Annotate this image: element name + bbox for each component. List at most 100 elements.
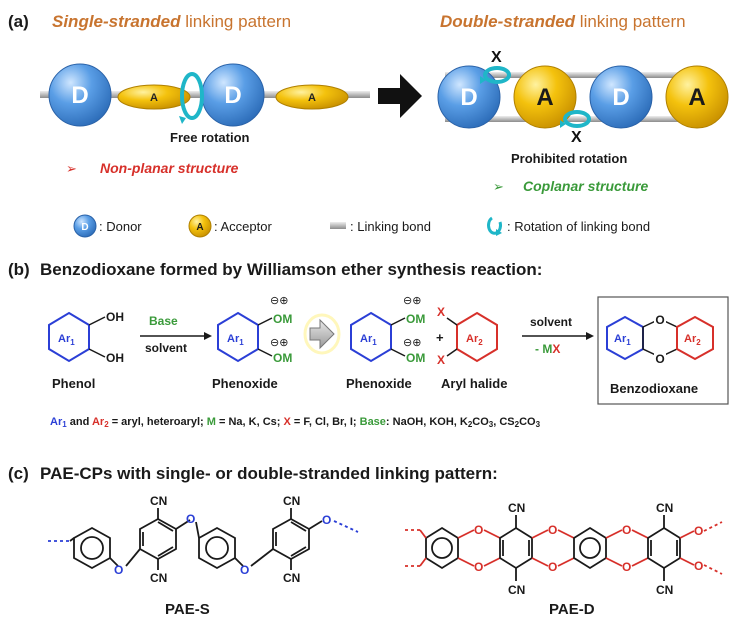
acceptor-legend-letter: A — [196, 222, 203, 233]
panel-a-label: (a) — [8, 12, 29, 31]
base-reagent-label: Base — [149, 314, 178, 328]
legend: D : Donor A : Acceptor : Linking bond : … — [73, 214, 650, 238]
phenoxide-label: Phenoxide — [346, 376, 412, 391]
acceptor-letter: A — [308, 92, 316, 104]
reaction-arrowhead-icon — [204, 332, 212, 340]
ether-oxygen-label: O — [322, 513, 331, 527]
phenoxide-label: Phenoxide — [212, 376, 278, 391]
donor-legend-label: : Donor — [99, 219, 142, 234]
charge-label: ⊖⊕ — [403, 295, 421, 307]
non-planar-label: Non-planar structure — [100, 160, 239, 176]
rotation-legend-label: : Rotation of linking bond — [507, 219, 650, 234]
rotation-arrow-icon — [179, 72, 204, 124]
panel-a: (a) Single-stranded linking pattern Doub… — [8, 12, 729, 238]
panel-b-title: Benzodioxane formed by Williamson ether … — [40, 260, 542, 279]
double-stranded-rest: linking pattern — [575, 12, 686, 31]
acceptor-letter: A — [150, 92, 158, 104]
plus-sign: + — [436, 330, 444, 345]
solvent-label: solvent — [145, 341, 187, 355]
acceptor-letter: A — [688, 84, 705, 111]
phenol-label: Phenol — [52, 376, 95, 391]
rotation-arrow-icon — [560, 110, 591, 128]
bullet-arrow-icon: ➢ — [66, 161, 77, 176]
linking-bond — [445, 116, 715, 122]
donor-legend-letter: D — [81, 222, 88, 233]
solvent-label: solvent — [530, 315, 572, 329]
ar2-ring-label: Ar2 — [466, 333, 483, 347]
pae-d-label: PAE-D — [549, 601, 595, 618]
cyano-label: CN — [508, 583, 525, 597]
coplanar-label: Coplanar structure — [523, 178, 648, 194]
blocked-x-mark: X — [571, 129, 582, 146]
panel-c-label: (c) — [8, 464, 29, 483]
donor-sphere — [437, 65, 501, 129]
double-stranded-emphasis: Double-stranded — [440, 12, 576, 31]
donor-sphere — [48, 63, 112, 127]
acceptor-legend-icon — [188, 214, 212, 238]
ether-oxygen-label: O — [694, 559, 703, 573]
single-stranded-heading: Single-stranded linking pattern — [52, 12, 291, 31]
single-stranded-rest: linking pattern — [180, 12, 291, 31]
prohibited-rotation-label: Prohibited rotation — [511, 151, 627, 166]
charge-label: ⊖⊕ — [270, 337, 288, 349]
oxide-label: OM — [406, 312, 425, 326]
halide-label: X — [437, 353, 445, 367]
cyano-label: CN — [150, 571, 167, 585]
oxide-label: OM — [273, 312, 292, 326]
hydroxyl-label: OH — [106, 310, 124, 324]
panel-b: (b) Benzodioxane formed by Williamson et… — [8, 260, 729, 429]
panel-b-label: (b) — [8, 260, 30, 279]
double-stranded-heading: Double-stranded linking pattern — [440, 12, 686, 31]
pae-s-label: PAE-S — [165, 601, 210, 618]
acceptor-letter: A — [536, 84, 553, 111]
ether-oxygen-label: O — [474, 560, 483, 574]
ether-oxygen-label: O — [622, 560, 631, 574]
pae-s-structure — [48, 508, 359, 570]
hydroxyl-label: OH — [106, 351, 124, 365]
ether-oxygen-label: O — [474, 523, 483, 537]
aryl-halide-label: Aryl halide — [441, 376, 507, 391]
oxygen-label: O — [655, 313, 664, 327]
bond-legend-icon — [330, 222, 346, 229]
oxide-label: OM — [406, 351, 425, 365]
phenoxide-structure: Ar1 ⊖⊕ OM ⊖⊕ OM — [217, 295, 292, 365]
phenoxide-structure: Ar1 ⊖⊕ OM ⊖⊕ OM — [350, 295, 425, 365]
charge-label: ⊖⊕ — [403, 337, 421, 349]
acceptor-sphere — [665, 65, 729, 129]
free-rotation-label: Free rotation — [170, 130, 250, 145]
bullet-arrow-icon: ➢ — [493, 179, 504, 194]
donor-letter: D — [224, 82, 241, 109]
cyano-label: CN — [656, 583, 673, 597]
donor-letter: D — [612, 84, 629, 111]
bond-legend-label: : Linking bond — [350, 219, 431, 234]
cyano-label: CN — [283, 494, 300, 508]
donor-letter: D — [71, 82, 88, 109]
double-stranded-chain: D A D A X X Prohibited rotation — [437, 49, 729, 166]
reaction-arrowhead-icon — [586, 332, 594, 340]
ar1-ring-label: Ar1 — [227, 333, 244, 347]
transition-arrow-icon — [378, 74, 422, 118]
acceptor-disc — [117, 84, 191, 110]
donor-letter: D — [460, 84, 477, 111]
oxide-label: OM — [273, 351, 292, 365]
acceptor-disc — [275, 84, 349, 110]
donor-legend-icon — [73, 214, 97, 238]
step-arrow-icon — [309, 318, 335, 350]
cyano-label: CN — [656, 501, 673, 515]
ether-oxygen-label: O — [694, 524, 703, 538]
rotation-arrow-icon — [480, 66, 511, 84]
oxygen-label: O — [655, 352, 664, 366]
ether-oxygen-label: O — [114, 563, 123, 577]
ar1-ring-label: Ar1 — [360, 333, 377, 347]
benzodioxane-structure: O O Ar1 Ar2 — [606, 312, 714, 366]
ether-oxygen-label: O — [240, 563, 249, 577]
byproduct-label: - MX — [535, 342, 560, 356]
benzodioxane-label: Benzodioxane — [610, 381, 698, 396]
panel-c-title: PAE-CPs with single- or double-stranded … — [40, 464, 498, 483]
cyano-label: CN — [508, 501, 525, 515]
single-stranded-chain: D A D A Free rotation — [40, 63, 370, 145]
ether-oxygen-label: O — [622, 523, 631, 537]
acceptor-legend-label: : Acceptor — [214, 219, 272, 234]
ar1-ring-label: Ar1 — [58, 333, 75, 347]
